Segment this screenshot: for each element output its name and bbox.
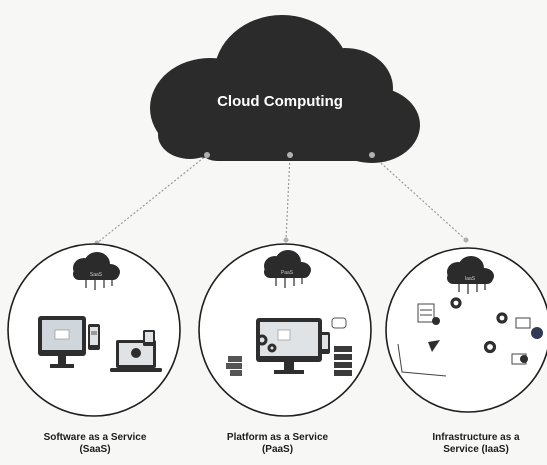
main-cloud-icon: [150, 15, 420, 163]
paas-chat-icon: [331, 317, 347, 329]
paas-caption: Platform as a Service (PaaS): [195, 432, 360, 456]
saas-icon-label: SaaS: [90, 272, 103, 278]
paas-node: PaaS: [198, 243, 372, 417]
paas-caption-line1: Platform as a Service: [226, 432, 329, 443]
saas-caption: Software as a Service (SaaS): [10, 432, 180, 456]
saas-caption-line1: Software as a Service: [43, 432, 147, 443]
paas-icon-label: PaaS: [281, 270, 294, 276]
saas-node: SaaS: [7, 243, 181, 417]
connector-paas: [285, 154, 291, 241]
connector-dots: [94, 152, 469, 246]
iaas-caption: Infrastructure as a Service (IaaS): [405, 432, 547, 456]
paas-server-icon: [334, 346, 352, 376]
paas-cloud-icon: [264, 250, 311, 278]
saas-tablet-icon: [143, 330, 155, 346]
saas-caption-line2: (SaaS): [79, 444, 111, 455]
saas-phone-icon: [88, 324, 100, 350]
paas-phone-icon: [320, 332, 330, 354]
paas-caption-line2: (PaaS): [261, 444, 294, 455]
saas-monitor-icon: [38, 316, 86, 368]
paas-books-icon: [226, 356, 242, 376]
connectors: [96, 154, 467, 244]
iaas-cloud-icon: [447, 256, 494, 284]
iaas-tool-icon: [428, 340, 440, 352]
paas-gear-icon: [256, 334, 277, 353]
iaas-server-icon: [417, 303, 440, 325]
iaas-caption-line2: Service (IaaS): [443, 444, 509, 455]
main-cloud-label: Cloud Computing: [217, 93, 343, 110]
iaas-gear-icon: [450, 297, 508, 354]
iaas-node: IaaS: [385, 247, 547, 413]
iaas-network-icon: [515, 317, 543, 339]
connector-iaas: [371, 154, 467, 241]
saas-laptop-icon: [110, 340, 162, 372]
iaas-icon-label: IaaS: [465, 276, 476, 282]
iaas-circle: [385, 247, 547, 413]
iaas-caption-line1: Infrastructure as a: [432, 432, 520, 443]
saas-cloud-icon: [73, 252, 120, 280]
iaas-device-icon: [511, 353, 528, 365]
iaas-cable-icon: [397, 343, 447, 377]
connector-saas: [96, 154, 208, 244]
